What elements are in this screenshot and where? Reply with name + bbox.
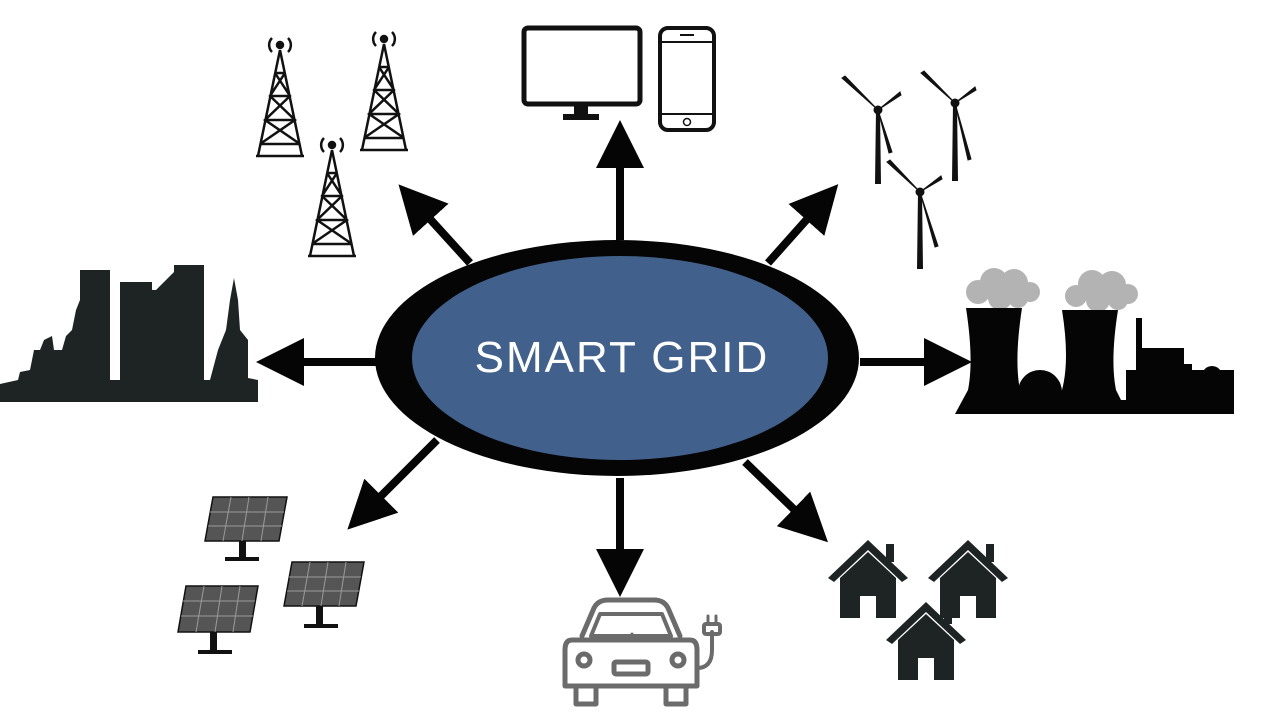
hub-ellipse [412, 256, 828, 460]
arrow-up-right [765, 184, 839, 266]
city-skyline-icon [0, 265, 258, 402]
hub-label: SMART GRID [475, 333, 770, 382]
arrow-down-right [742, 459, 829, 543]
power-plant-icon [955, 268, 1234, 414]
solar-panel-icon [177, 496, 365, 654]
hub: SMART GRID [375, 240, 859, 476]
arrows [256, 120, 972, 597]
electric-car-icon [562, 597, 722, 707]
transmission-tower-icon [256, 31, 408, 258]
wind-turbine-icon [841, 70, 977, 269]
houses-icon [828, 540, 1008, 680]
arrow-up-left [398, 184, 473, 266]
monitor-phone-icon [521, 25, 716, 132]
arrow-down-left [347, 437, 440, 530]
